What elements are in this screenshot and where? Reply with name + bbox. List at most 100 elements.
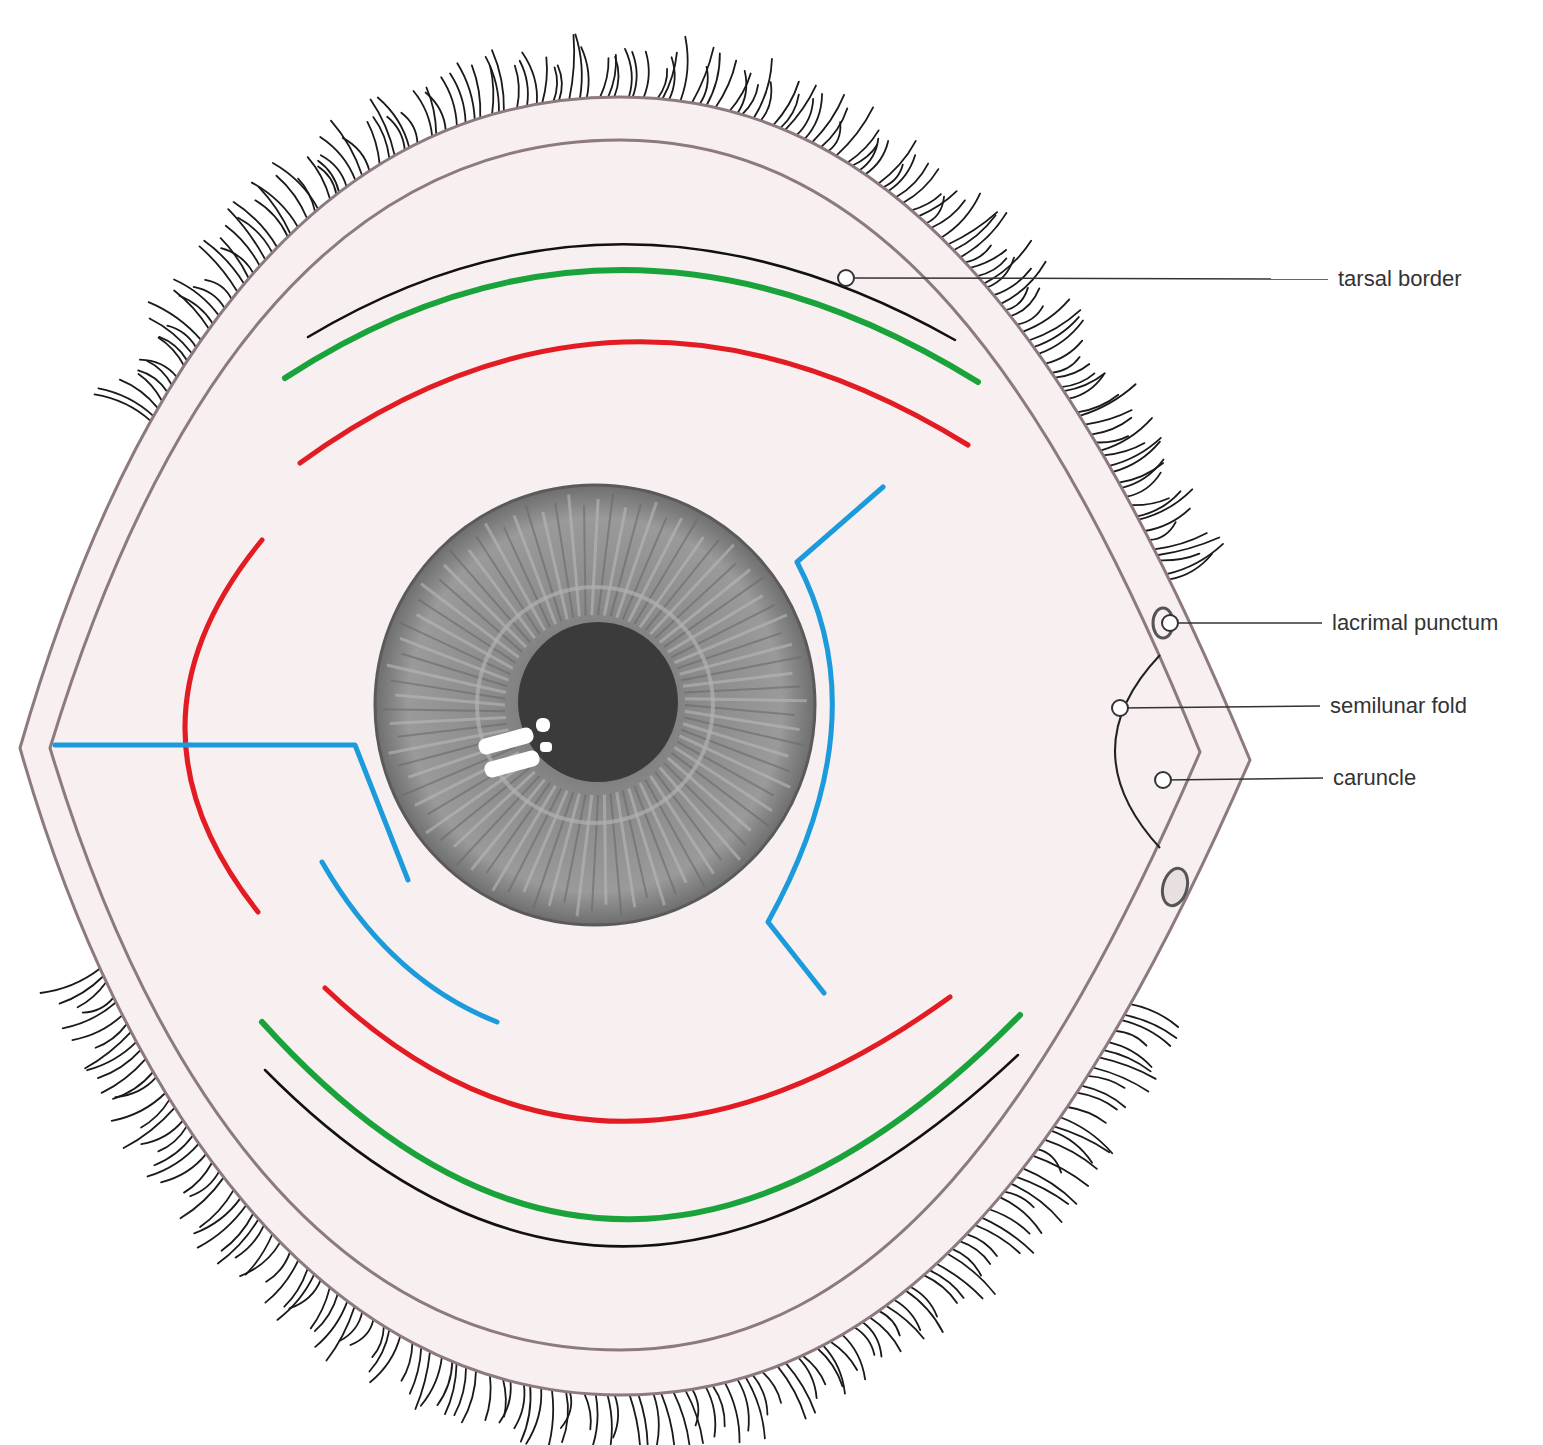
iris-fiber xyxy=(439,580,522,653)
eyelash xyxy=(680,37,687,101)
eyelash xyxy=(340,1312,362,1341)
eyelash xyxy=(154,1135,193,1165)
eyelash xyxy=(662,53,676,99)
eyelash xyxy=(276,176,307,219)
eyelash xyxy=(370,1336,400,1382)
eyelash xyxy=(148,1144,199,1177)
leader-dot xyxy=(838,270,854,286)
eyelash xyxy=(1101,418,1152,451)
iris-fiber xyxy=(660,768,740,860)
eyelash xyxy=(1149,522,1175,540)
eyelash xyxy=(1126,473,1160,497)
leader-dot xyxy=(1112,700,1128,716)
eyelash xyxy=(842,1335,865,1380)
eyelash xyxy=(706,1387,716,1437)
eyelash xyxy=(112,1093,166,1121)
eyelash xyxy=(59,976,103,1004)
leader-line xyxy=(1120,706,1320,708)
eyelash xyxy=(174,280,219,316)
eyelash xyxy=(515,66,519,109)
eyelash xyxy=(1169,554,1212,580)
eyelash xyxy=(1115,1031,1146,1046)
eyelash xyxy=(1039,320,1083,353)
eyelash xyxy=(318,167,336,195)
eyelash xyxy=(1139,489,1192,519)
eyelash xyxy=(590,1394,598,1445)
eyelash xyxy=(521,1386,531,1442)
semilunar-fold xyxy=(1115,655,1160,848)
iris-fiber xyxy=(383,709,505,711)
part-label: caruncle xyxy=(1333,765,1416,791)
eyelash xyxy=(553,67,557,101)
eyelash xyxy=(120,380,158,409)
eyelash xyxy=(786,1363,815,1413)
eyelash xyxy=(607,1395,611,1445)
eyelash xyxy=(462,1371,476,1423)
eyelash xyxy=(894,1300,920,1330)
eyelash xyxy=(373,117,389,159)
eyelash xyxy=(1011,1184,1062,1222)
eyelash xyxy=(179,296,213,324)
iris-fiber xyxy=(611,794,622,916)
eyelash xyxy=(575,34,581,98)
eyelash xyxy=(318,161,339,193)
eyelash xyxy=(661,1393,675,1445)
eyelash xyxy=(1131,498,1169,505)
iris-fiber xyxy=(664,763,746,845)
eyelash xyxy=(221,248,253,273)
eyelash xyxy=(746,1377,765,1438)
eyelash xyxy=(450,73,466,123)
eyelash xyxy=(754,59,772,118)
eyelash xyxy=(40,968,100,993)
eyelash xyxy=(102,1059,146,1093)
punctum xyxy=(1158,866,1191,909)
leader-lines xyxy=(838,270,1328,788)
eyelash xyxy=(910,1287,937,1317)
eyelash xyxy=(561,1392,571,1428)
eyelash xyxy=(472,65,481,118)
eyelash xyxy=(1000,1197,1042,1233)
eyelash xyxy=(492,50,504,111)
eyelash xyxy=(569,35,574,100)
eyelash xyxy=(542,57,547,103)
eyelash xyxy=(584,1394,590,1430)
eyelash xyxy=(862,1322,881,1357)
eyelash xyxy=(929,1270,963,1298)
eyelash xyxy=(802,1356,825,1385)
eyelash xyxy=(692,48,714,103)
iris-fiber xyxy=(604,795,606,905)
eyelash xyxy=(673,1392,689,1445)
iris-fiber xyxy=(623,791,647,898)
eyelash xyxy=(141,1099,169,1127)
eyelash xyxy=(526,1388,541,1444)
iris-fiber xyxy=(655,563,736,638)
iris-fiber xyxy=(598,494,613,615)
eyelash xyxy=(457,63,474,120)
eyelash xyxy=(1017,306,1043,324)
iris-fiber xyxy=(577,795,592,916)
iris-fiber xyxy=(592,795,598,911)
part-label: tarsal border xyxy=(1338,266,1462,292)
green-line xyxy=(262,1015,1020,1219)
green-line xyxy=(285,270,978,382)
iris-fiber xyxy=(390,718,506,724)
eyelash xyxy=(194,1198,240,1233)
iris-fiber xyxy=(440,768,530,841)
pupil xyxy=(518,622,678,782)
eyelash xyxy=(987,258,1014,288)
eyelash xyxy=(371,99,395,155)
eyelash xyxy=(141,1120,183,1144)
part-label: lacrimal punctum xyxy=(1332,610,1498,636)
eyelash xyxy=(644,52,649,98)
eyelash xyxy=(828,122,840,151)
eyelash xyxy=(78,982,107,1007)
eyelash xyxy=(630,1395,641,1445)
eyelash xyxy=(967,1234,997,1256)
eyelash xyxy=(1145,509,1190,531)
eyelash xyxy=(941,193,980,237)
eyelash xyxy=(777,1366,805,1418)
eyelash xyxy=(246,1234,273,1274)
eyelash xyxy=(311,1287,330,1328)
eyelash xyxy=(936,1264,982,1299)
